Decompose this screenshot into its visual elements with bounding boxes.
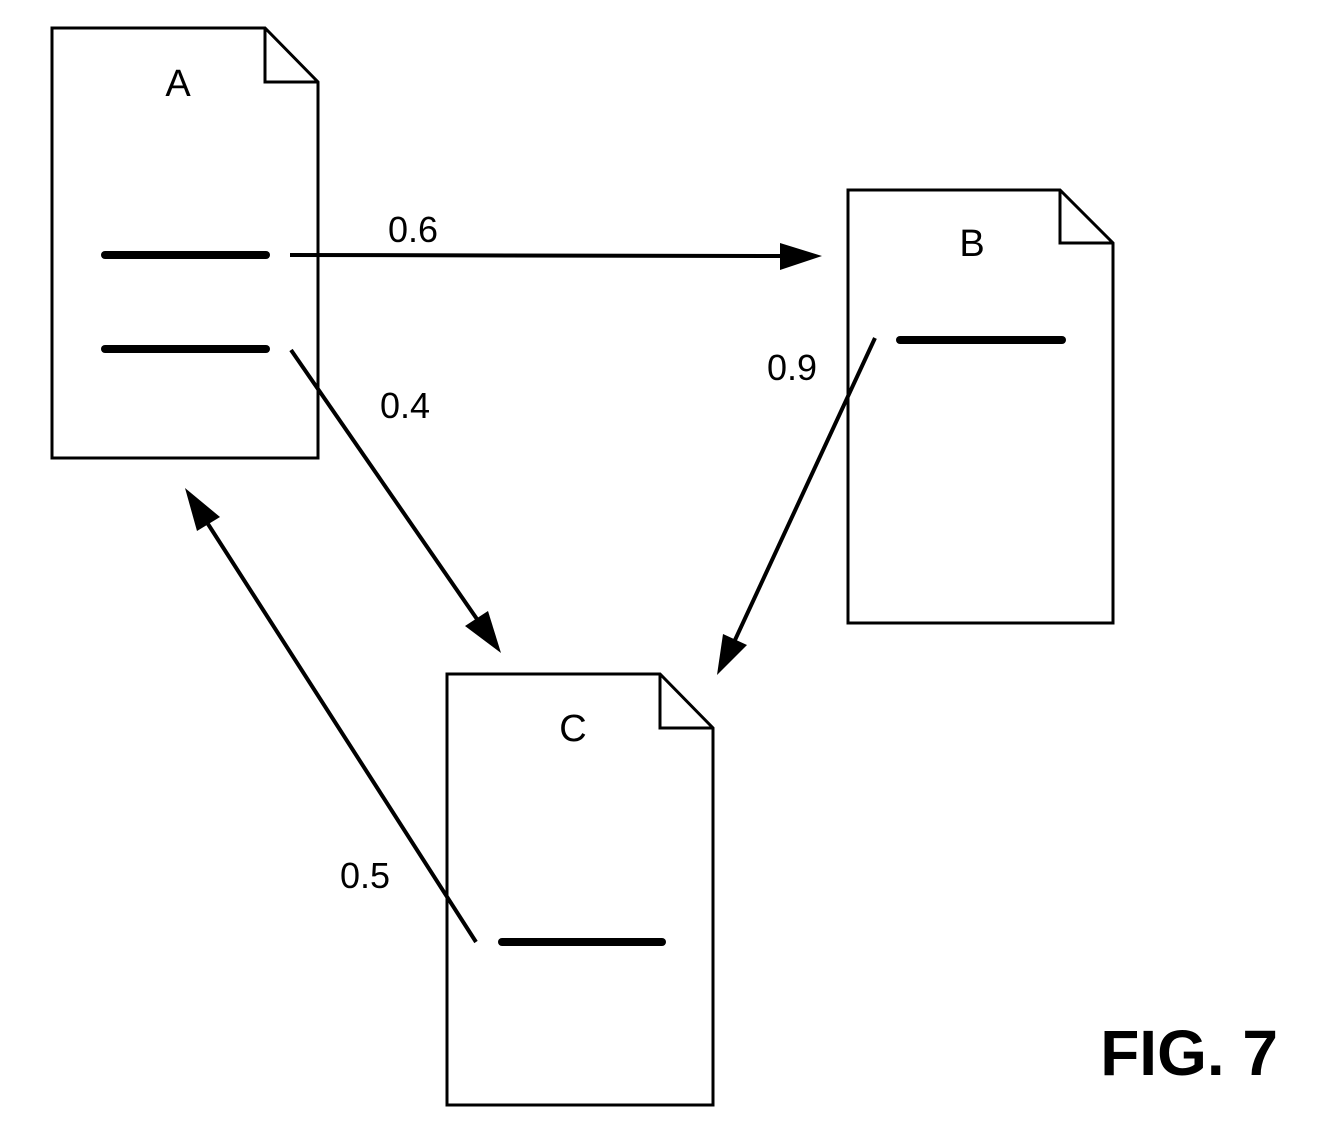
document-b: B (846, 188, 1115, 625)
edge-a-to-b-arrowhead (780, 243, 822, 270)
edge-c-to-a-weight: 0.5 (340, 855, 390, 896)
edge-a-to-b: 0.6 (289, 209, 822, 270)
edge-a-to-b-weight: 0.6 (388, 209, 438, 250)
document-c: C (445, 672, 715, 1107)
edge-b-to-c: 0.9 (717, 337, 877, 675)
edge-b-to-c-arrowhead (717, 634, 747, 675)
document-a-fold (263, 28, 318, 84)
edge-a-to-c-weight: 0.4 (380, 385, 430, 426)
edge-b-to-c-shaft (733, 337, 877, 641)
document-c-label: C (559, 708, 586, 750)
document-a: A (50, 26, 320, 460)
document-b-label: B (959, 223, 984, 265)
edge-a-to-b-shaft (289, 253, 786, 258)
document-a-label: A (165, 63, 191, 105)
edge-c-to-a: 0.5 (185, 488, 478, 944)
figure-label: FIG. 7 (1100, 1017, 1278, 1089)
document-c-fold (658, 674, 713, 730)
edge-a-to-c-shaft (289, 348, 481, 624)
document-c-page (445, 672, 715, 1107)
edge-c-to-a-arrowhead (185, 488, 220, 531)
document-b-fold (1058, 190, 1113, 245)
edge-c-to-a-shaft (206, 522, 478, 944)
edge-a-to-c-arrowhead (465, 611, 501, 653)
document-b-page (846, 188, 1115, 625)
edge-a-to-c: 0.4 (289, 348, 501, 653)
edge-b-to-c-weight: 0.9 (767, 347, 817, 388)
